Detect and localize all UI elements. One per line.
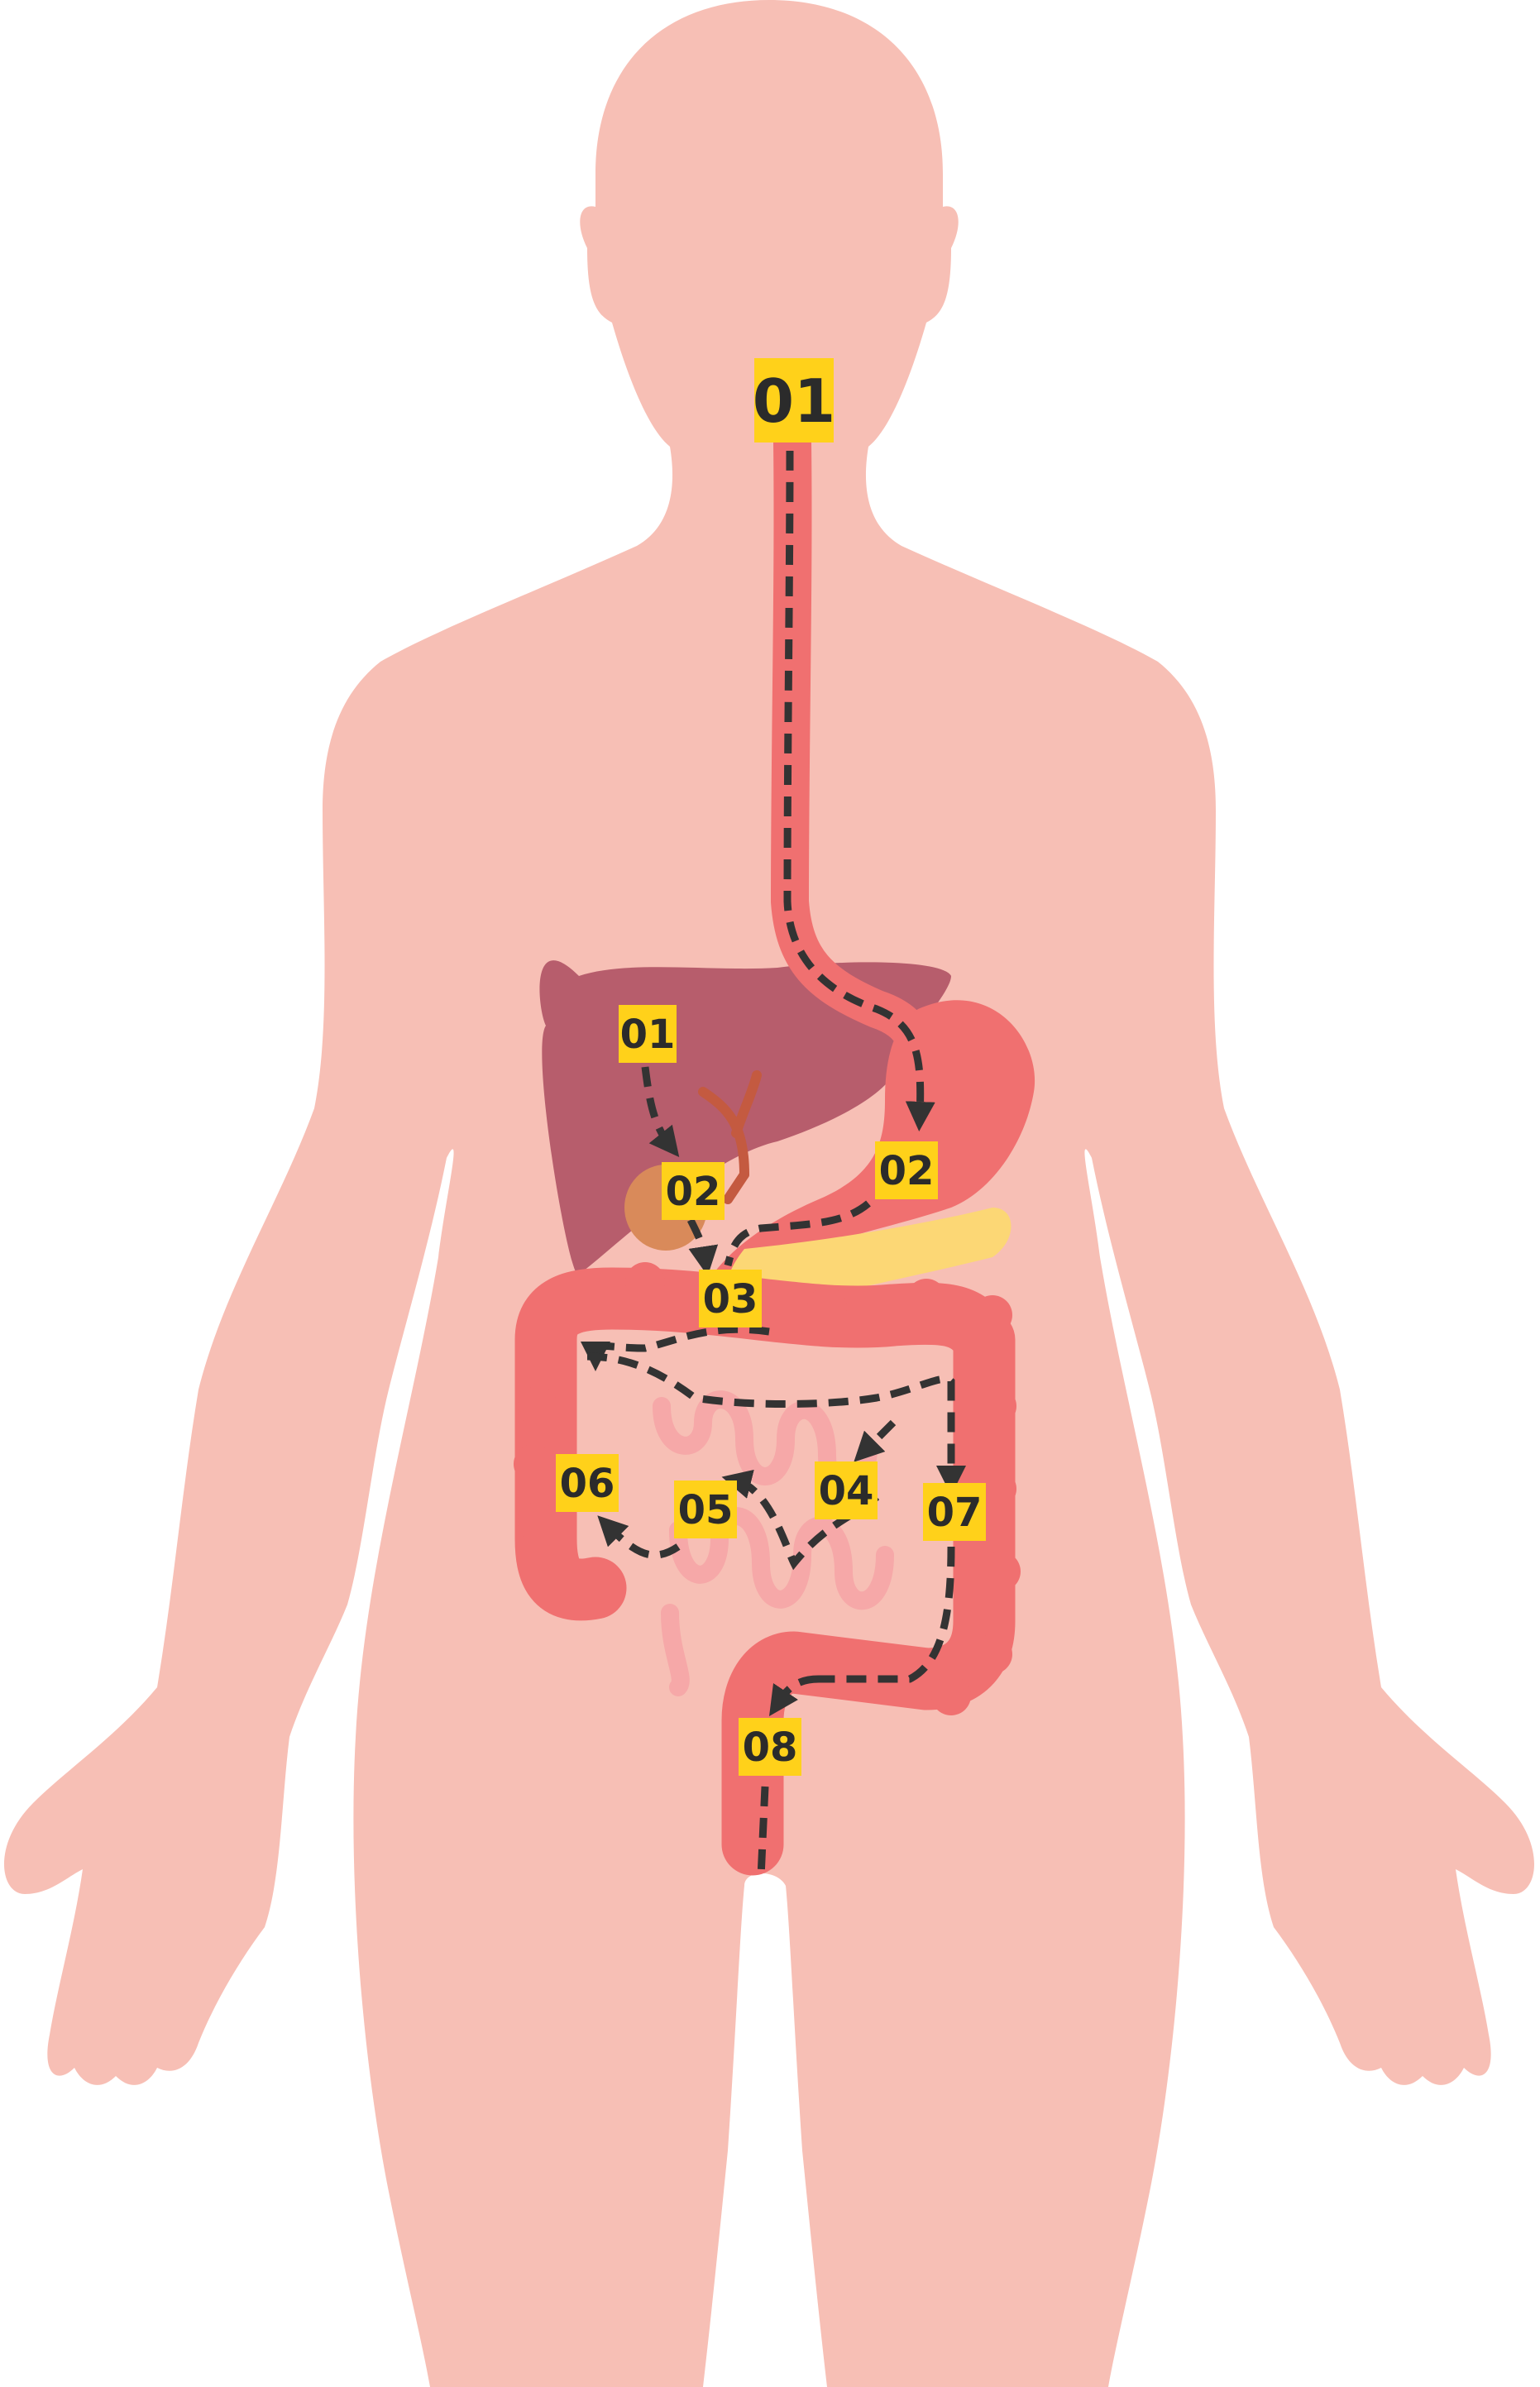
step-label-mouth: 01 xyxy=(753,358,835,442)
flow-arrow-stomach-duodenum xyxy=(724,1200,871,1267)
flow-arrow-small-intestine xyxy=(854,1419,897,1462)
svg-text:05: 05 xyxy=(678,1487,734,1533)
flow-arrow-ileum-cecum xyxy=(597,1515,681,1559)
step-label-liver: 01 xyxy=(619,1005,677,1063)
flow-arrow-descending xyxy=(819,1546,955,1683)
digestion-flow-arrows xyxy=(581,450,966,1878)
step-label-ascending-colon: 06 xyxy=(556,1454,619,1512)
flow-arrow-gallbladder-duodenum xyxy=(686,1217,719,1276)
svg-text:07: 07 xyxy=(927,1490,983,1536)
svg-text:02: 02 xyxy=(879,1148,935,1194)
stomach-shape xyxy=(697,1000,1035,1308)
step-label-duodenum: 03 xyxy=(699,1270,762,1327)
step-label-ileum: 05 xyxy=(674,1481,737,1538)
svg-text:03: 03 xyxy=(703,1276,758,1323)
step-label-rectum: 08 xyxy=(739,1718,801,1776)
flow-arrow-esophagus xyxy=(783,450,935,1131)
svg-text:02: 02 xyxy=(666,1169,721,1215)
flow-arrow-rectum-out xyxy=(757,1786,769,1878)
step-label-stomach: 02 xyxy=(875,1141,938,1199)
step-label-descending-colon: 07 xyxy=(923,1483,986,1541)
step-label-small-intestine: 04 xyxy=(815,1461,878,1519)
flow-arrow-liver-gallbladder xyxy=(641,1066,680,1158)
flow-arrow-duodenum-jejunum xyxy=(581,1325,770,1371)
svg-text:04: 04 xyxy=(819,1468,874,1514)
flow-arrow-rectum-in xyxy=(769,1675,820,1716)
step-label-mouth-text: 01 xyxy=(753,366,835,436)
colon-shape xyxy=(514,1267,1016,1876)
bile-duct xyxy=(698,1070,762,1204)
flow-arrow-transverse xyxy=(586,1352,966,1495)
flow-arrow-jejunum-ileum xyxy=(721,1469,880,1571)
svg-text:06: 06 xyxy=(560,1461,615,1507)
body-silhouette xyxy=(4,0,1534,2387)
svg-text:08: 08 xyxy=(743,1724,798,1771)
svg-text:01: 01 xyxy=(620,1012,676,1058)
step-label-gallbladder: 02 xyxy=(662,1162,725,1220)
